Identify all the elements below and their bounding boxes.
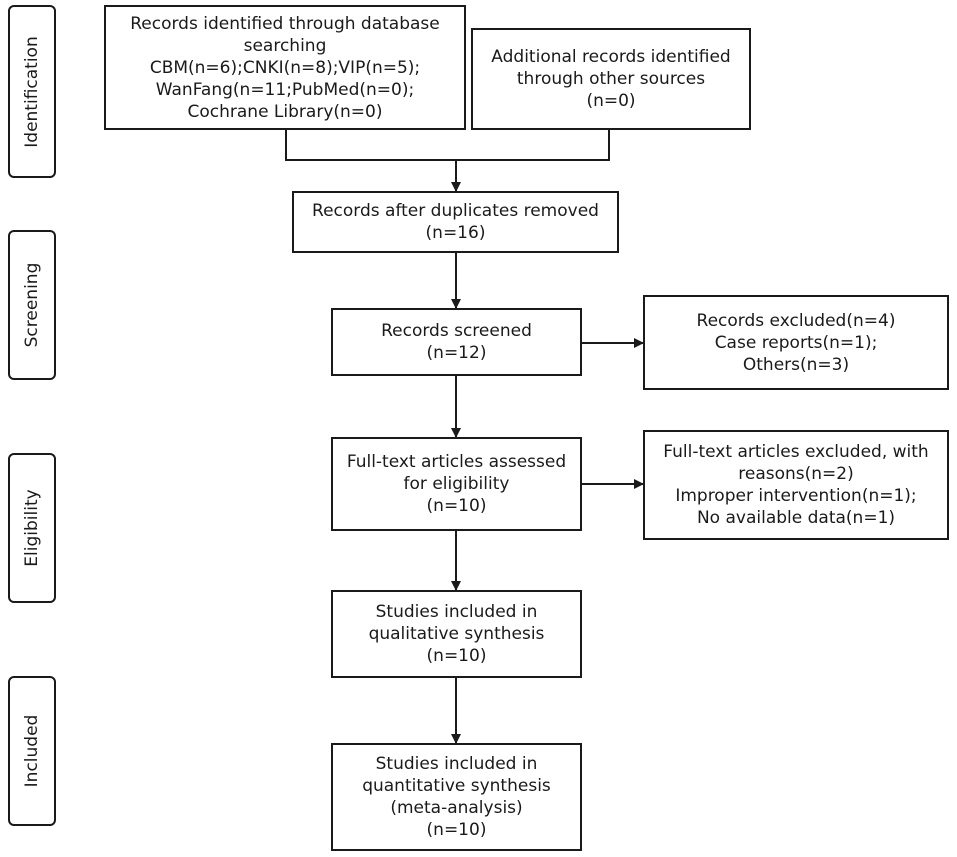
box-line: Studies included in (375, 754, 538, 774)
stage-included: Included (8, 676, 56, 826)
box-line: (n=10) (426, 496, 487, 516)
connector-database-to-merge (285, 129, 610, 161)
stage-included-label: Included (22, 714, 42, 788)
box-line: reasons(n=2) (738, 464, 854, 484)
box-line: for eligibility (403, 474, 510, 494)
records-screened-box: Records screened (n=12) (331, 308, 582, 376)
box-line: (n=0) (586, 91, 636, 111)
box-line: (n=12) (426, 343, 487, 363)
box-line: Studies included in (375, 602, 538, 622)
stage-identification: Identification (8, 5, 56, 178)
duplicates-removed-box: Records after duplicates removed (n=16) (292, 191, 619, 253)
stage-screening-label: Screening (22, 262, 42, 348)
box-line: searching (243, 35, 327, 56)
box-line: Additional records identified (491, 47, 731, 67)
box-line: Records identified through database (130, 13, 440, 34)
box-line: quantitative synthesis (362, 776, 551, 796)
box-line: Records after duplicates removed (312, 201, 599, 221)
full-text-assessed-box: Full-text articles assessed for eligibil… (331, 437, 582, 531)
box-line: Others(n=3) (742, 354, 850, 375)
box-line: qualitative synthesis (368, 624, 545, 644)
stage-identification-label: Identification (22, 35, 42, 148)
box-line: (n=10) (426, 646, 487, 666)
box-line: Cochrane Library(n=0) (187, 101, 383, 122)
box-line: Records excluded(n=4) (696, 310, 896, 331)
qualitative-synthesis-box: Studies included in qualitative synthesi… (331, 590, 582, 678)
box-line: Records screened (381, 321, 532, 341)
other-sources-box: Additional records identified through ot… (471, 28, 751, 130)
quantitative-synthesis-box: Studies included in quantitative synthes… (331, 743, 582, 851)
database-search-box: Records identified through database sear… (104, 5, 466, 130)
box-line: Case reports(n=1); (714, 332, 878, 353)
records-excluded-box: Records excluded(n=4) Case reports(n=1);… (643, 295, 949, 390)
stage-screening: Screening (8, 230, 56, 380)
box-line: No available data(n=1) (696, 508, 896, 528)
box-line: through other sources (516, 69, 706, 89)
stage-eligibility-label: Eligibility (22, 489, 42, 567)
full-text-excluded-box: Full-text articles excluded, with reason… (643, 430, 949, 540)
box-line: Full-text articles excluded, with (663, 442, 929, 462)
box-line: (n=16) (425, 223, 486, 243)
box-line: (meta-analysis) (390, 798, 523, 818)
box-line: Improper intervention(n=1); (675, 486, 917, 506)
box-line: WanFang(n=11;PubMed(n=0); (155, 79, 415, 100)
box-line: CBM(n=6);CNKI(n=8);VIP(n=5); (149, 57, 421, 78)
stage-eligibility: Eligibility (8, 453, 56, 603)
box-line: (n=10) (426, 820, 487, 840)
box-line: Full-text articles assessed (346, 452, 567, 472)
